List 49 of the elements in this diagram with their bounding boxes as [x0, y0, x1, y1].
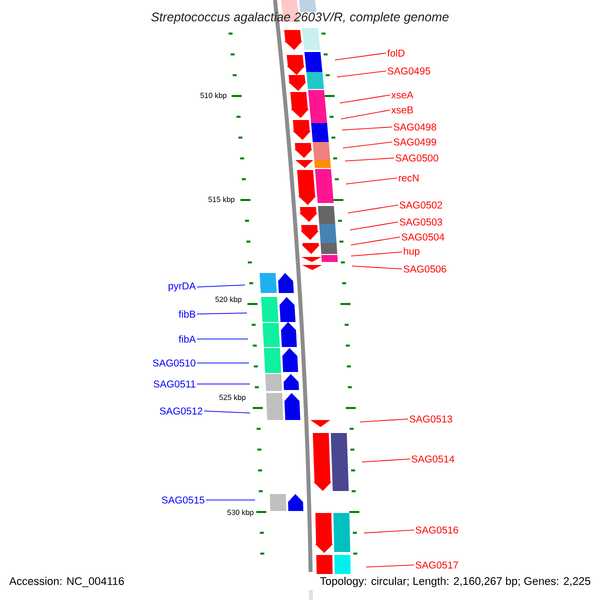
leader-line: [348, 204, 398, 214]
gene-label: hup: [404, 247, 420, 257]
gene-label: SAG0498: [394, 123, 436, 131]
leader-line: [352, 266, 402, 270]
leader-line: [350, 222, 398, 230]
leader-line: [350, 236, 400, 246]
title: Streptococcus agalactiae 2603V/R, complete genome: [151, 12, 449, 24]
gene-label: pyrDA: [168, 282, 196, 292]
leader-line: [344, 158, 394, 162]
gene-label: SAG0506: [404, 265, 446, 273]
leader-line: [342, 126, 392, 130]
gene-label: SAG0510: [152, 359, 196, 367]
gene-label: SAG0515: [162, 496, 204, 504]
accession-text: Accession: NC_004116: [9, 576, 124, 588]
leader-line: [340, 94, 390, 104]
gene-label: SAG0495: [388, 67, 430, 75]
leader-line: [196, 284, 246, 288]
gene-label: recN: [398, 174, 418, 182]
gene-label: SAG0499: [394, 138, 436, 146]
leader-line: [346, 178, 398, 184]
gene-label: SAG0513: [410, 415, 452, 423]
gene-label: SAG0516: [416, 526, 458, 534]
gene-label: SAG0504: [402, 233, 444, 241]
gene-label: folD: [387, 49, 404, 57]
leader-line: [196, 338, 248, 340]
genome-info-text: Topology: circular; Length: 2,160,267 bp; Genes: 2,225: [320, 576, 590, 588]
leader-line: [336, 70, 386, 78]
leader-line: [196, 362, 250, 364]
leader-line: [340, 110, 390, 120]
gene-label: SAG0512: [160, 407, 202, 415]
leader-line: [342, 142, 392, 148]
gene-label: xseB: [391, 106, 413, 114]
gene-label: fibB: [178, 310, 196, 318]
leader-line: [360, 418, 408, 422]
leader-line: [362, 458, 410, 462]
gene-label: fibA: [178, 335, 196, 343]
leader-line: [196, 312, 248, 314]
gene-label: xseA: [391, 92, 414, 98]
gene-label: SAG0502: [400, 201, 442, 209]
gene-label: SAG0500: [396, 154, 438, 162]
gene-label: SAG0503: [400, 218, 442, 226]
leader-line: [334, 52, 386, 60]
leader-line: [204, 410, 250, 414]
leader-line: [366, 564, 414, 568]
leader-line: [364, 530, 414, 534]
gene-label: SAG0511: [154, 380, 196, 388]
gene-label: SAG0517: [416, 561, 458, 569]
leader-line: [350, 252, 402, 256]
gene-label: SAG0514: [412, 455, 454, 463]
